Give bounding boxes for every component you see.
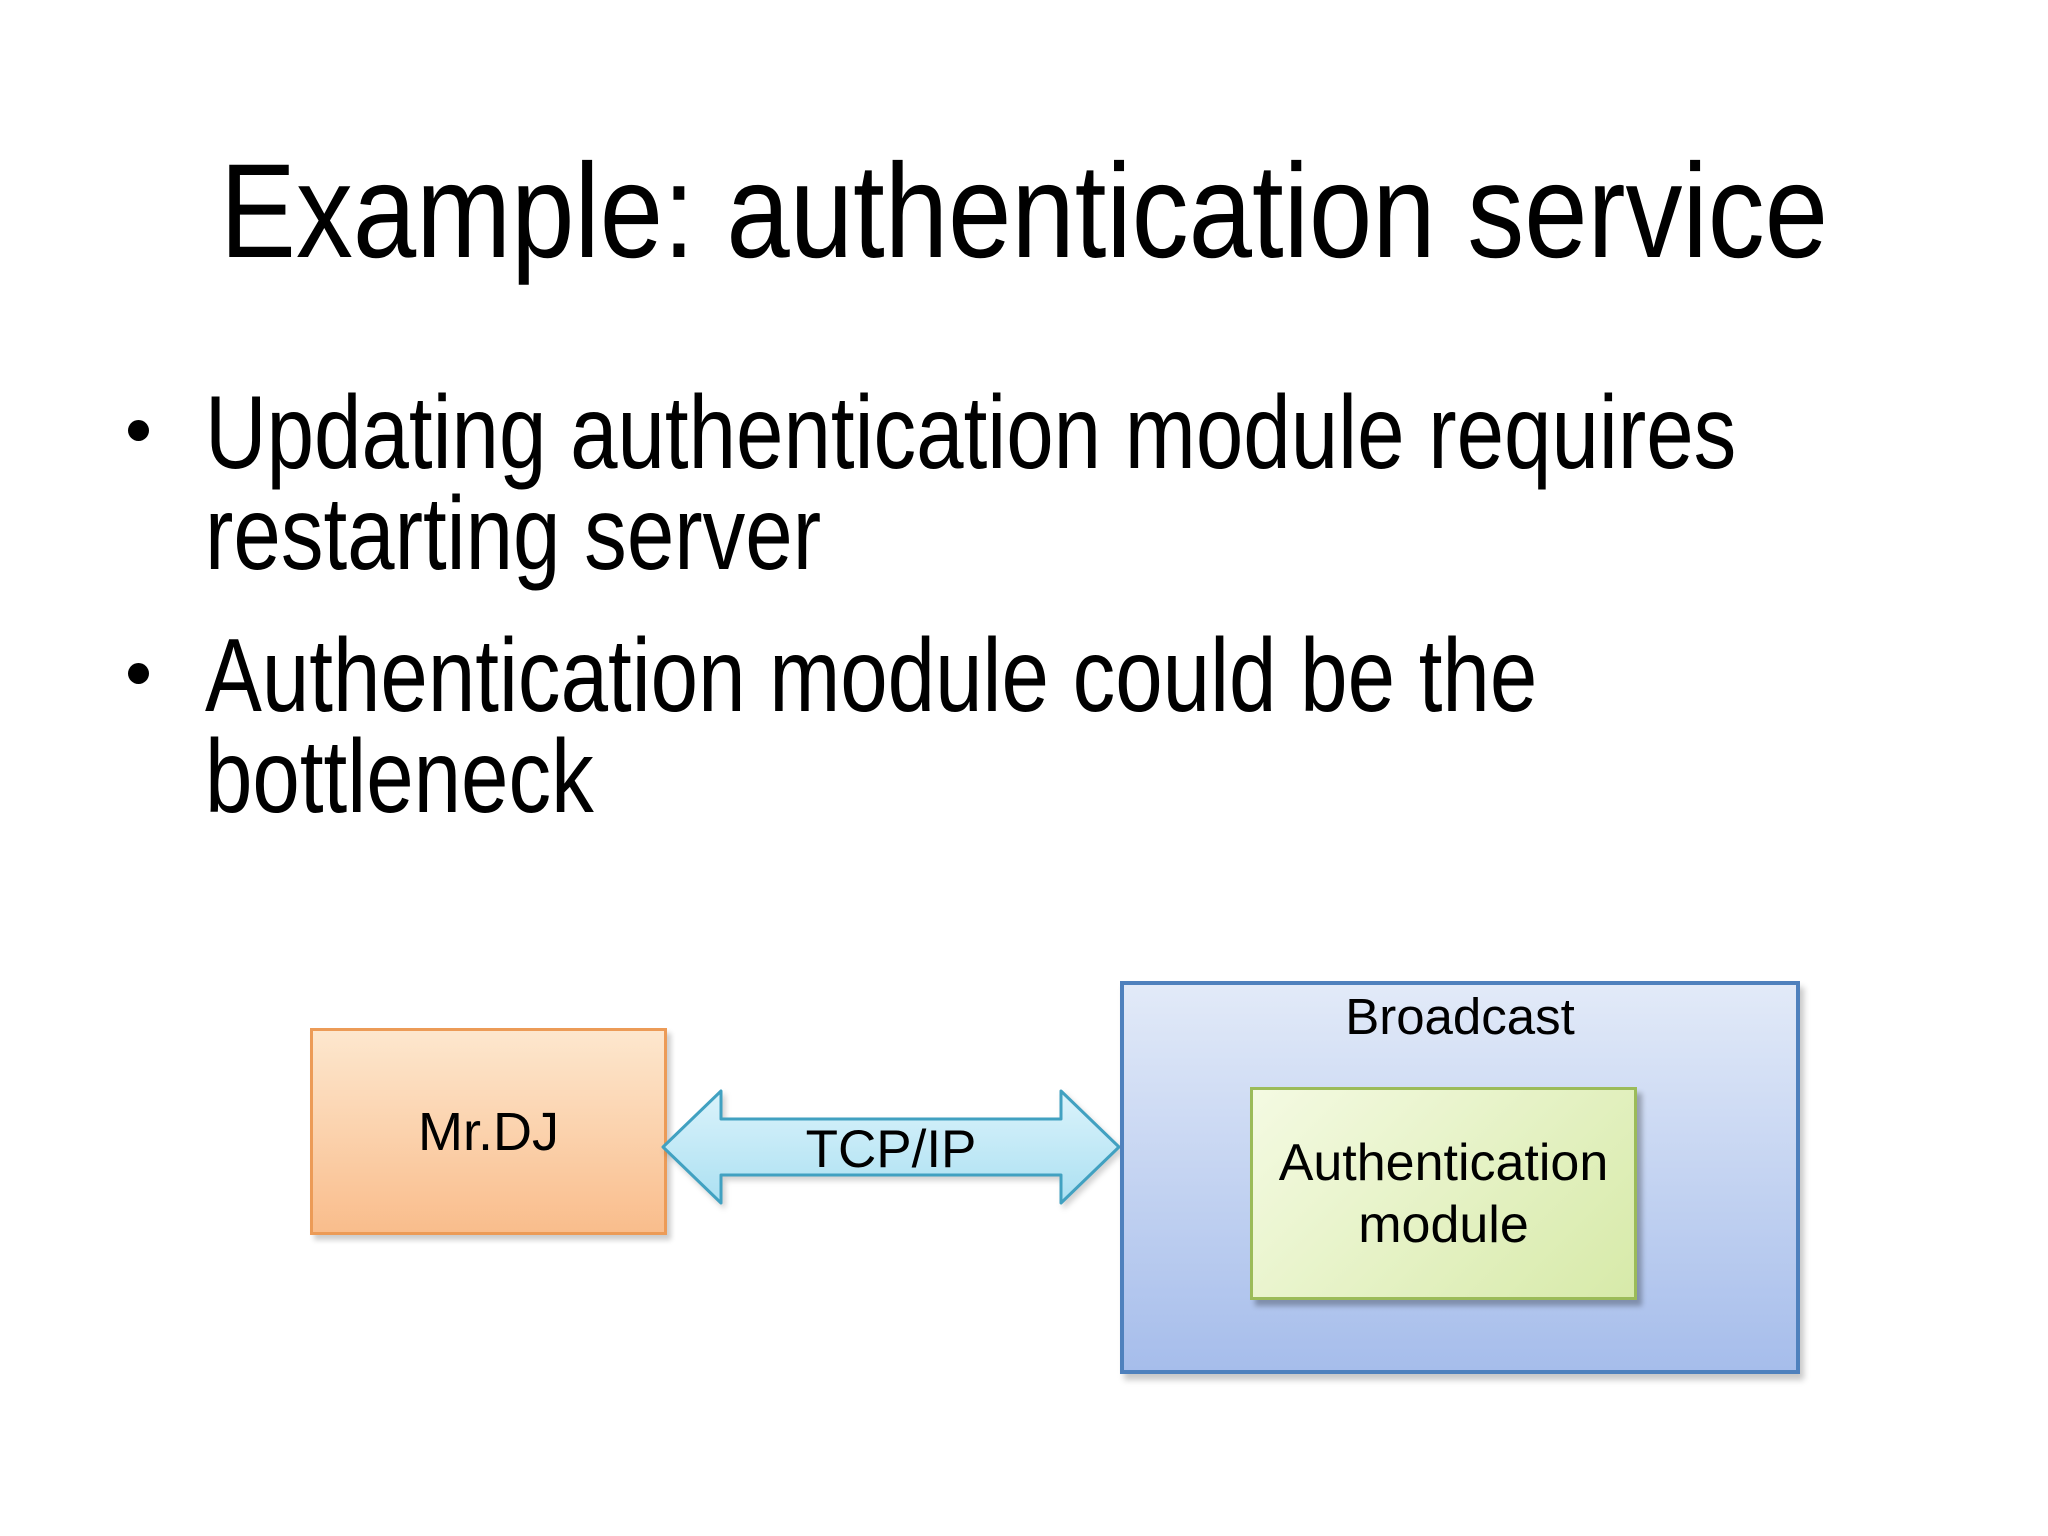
bullet-item: Authentication module could be the bottl… [205, 618, 2048, 835]
authentication-module-box: Authentication module [1250, 1087, 1637, 1300]
mrdj-client-label: Mr.DJ [418, 1101, 559, 1162]
bullet-marker [128, 420, 149, 441]
authentication-module-label-line: Authentication [1278, 1133, 1609, 1192]
tcpip-arrow-label: TCP/IP [805, 1120, 977, 1179]
bullet-item: Updating authentication module requires … [205, 375, 2048, 592]
slide-title: Example: authentication service [219, 137, 1829, 286]
broadcast-server-box: Broadcast Authentication module [1120, 981, 1800, 1374]
bullet-marker [128, 663, 149, 684]
bullet-line: Authentication module could be the [205, 618, 1538, 734]
bullet-line: bottleneck [205, 719, 594, 835]
mrdj-client-box: Mr.DJ [310, 1028, 667, 1235]
broadcast-server-label: Broadcast [1345, 988, 1575, 1045]
bullet-line: Updating authentication module requires [205, 375, 1737, 491]
authentication-module-label-line: module [1358, 1195, 1529, 1254]
tcpip-double-arrow-icon [661, 1089, 1121, 1205]
bullet-line: restarting server [205, 476, 822, 592]
